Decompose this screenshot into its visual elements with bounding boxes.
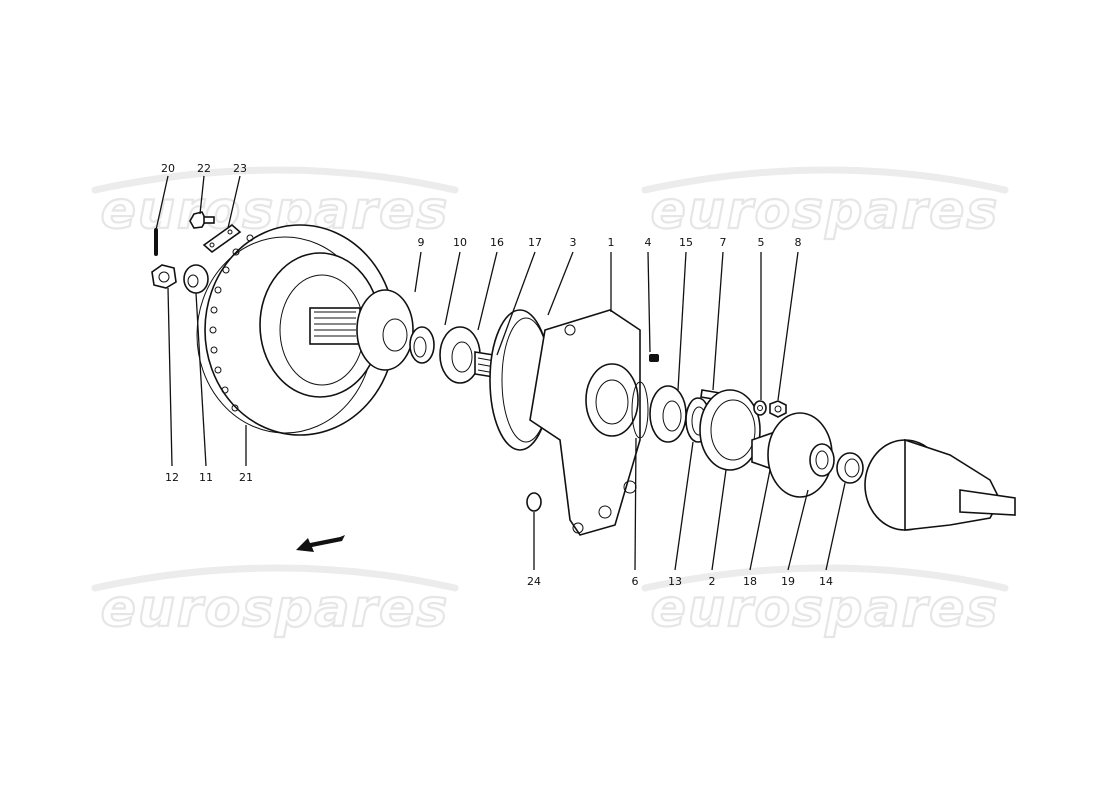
callout-8[interactable]: 8 [795,236,802,249]
callout-10[interactable]: 10 [453,236,467,249]
callout-15[interactable]: 15 [679,236,693,249]
watermark-text: eurospares [651,181,1000,241]
callout-labels: 20 22 23 9 10 16 17 3 1 4 15 7 5 8 12 11… [161,162,833,588]
watermark-group: eurospares eurospares eurospares eurospa… [91,166,1009,640]
part-19-drive-flange[interactable] [767,412,835,498]
callout-22[interactable]: 22 [197,162,211,175]
part-14-nut[interactable] [836,452,864,484]
callout-5[interactable]: 5 [758,236,765,249]
part-2-cover[interactable] [699,389,761,471]
callout-11[interactable]: 11 [199,471,213,484]
callout-17[interactable]: 17 [528,236,542,249]
callout-18[interactable]: 18 [743,575,757,588]
callout-6[interactable]: 6 [632,575,639,588]
part-20-split-pin[interactable] [154,228,158,256]
callout-21[interactable]: 21 [239,471,253,484]
leader-lines [155,175,846,571]
part-6-circlip[interactable] [631,381,649,439]
callout-9[interactable]: 9 [418,236,425,249]
part-15-bearing[interactable] [649,385,687,443]
direction-arrow-icon [296,535,345,552]
part-22-bolt[interactable] [189,211,215,229]
part-1-hub-carrier[interactable] [529,309,641,536]
part-10-spacer[interactable] [409,326,435,364]
part-23-locking-plate[interactable] [202,223,242,254]
callout-14[interactable]: 14 [819,575,833,588]
callout-1[interactable]: 1 [608,236,615,249]
part-4-screw[interactable] [649,354,659,362]
part-8-nut[interactable] [769,400,787,418]
watermark-swoosh [641,564,1009,592]
callout-4[interactable]: 4 [645,236,652,249]
cv-joint-driveshaft[interactable] [864,438,1016,531]
part-24-plug[interactable] [526,492,542,512]
part-11-washer[interactable] [183,264,209,294]
callout-3[interactable]: 3 [570,236,577,249]
callout-24[interactable]: 24 [527,575,541,588]
watermark-swoosh [641,166,1009,194]
part-16-bearing[interactable] [439,326,481,384]
callout-19[interactable]: 19 [781,575,795,588]
part-9-hub-flange[interactable] [309,289,414,371]
callout-20[interactable]: 20 [161,162,175,175]
callout-12[interactable]: 12 [165,471,179,484]
callout-23[interactable]: 23 [233,162,247,175]
part-12-castle-nut[interactable] [151,264,177,289]
callout-13[interactable]: 13 [668,575,682,588]
watermark-swoosh [91,166,459,194]
callout-2[interactable]: 2 [709,575,716,588]
watermark-text: eurospares [651,579,1000,639]
part-5-washer[interactable] [753,400,767,416]
watermark-text: eurospares [101,579,450,639]
callout-16[interactable]: 16 [490,236,504,249]
watermark-swoosh [91,564,459,592]
callout-7[interactable]: 7 [720,236,727,249]
